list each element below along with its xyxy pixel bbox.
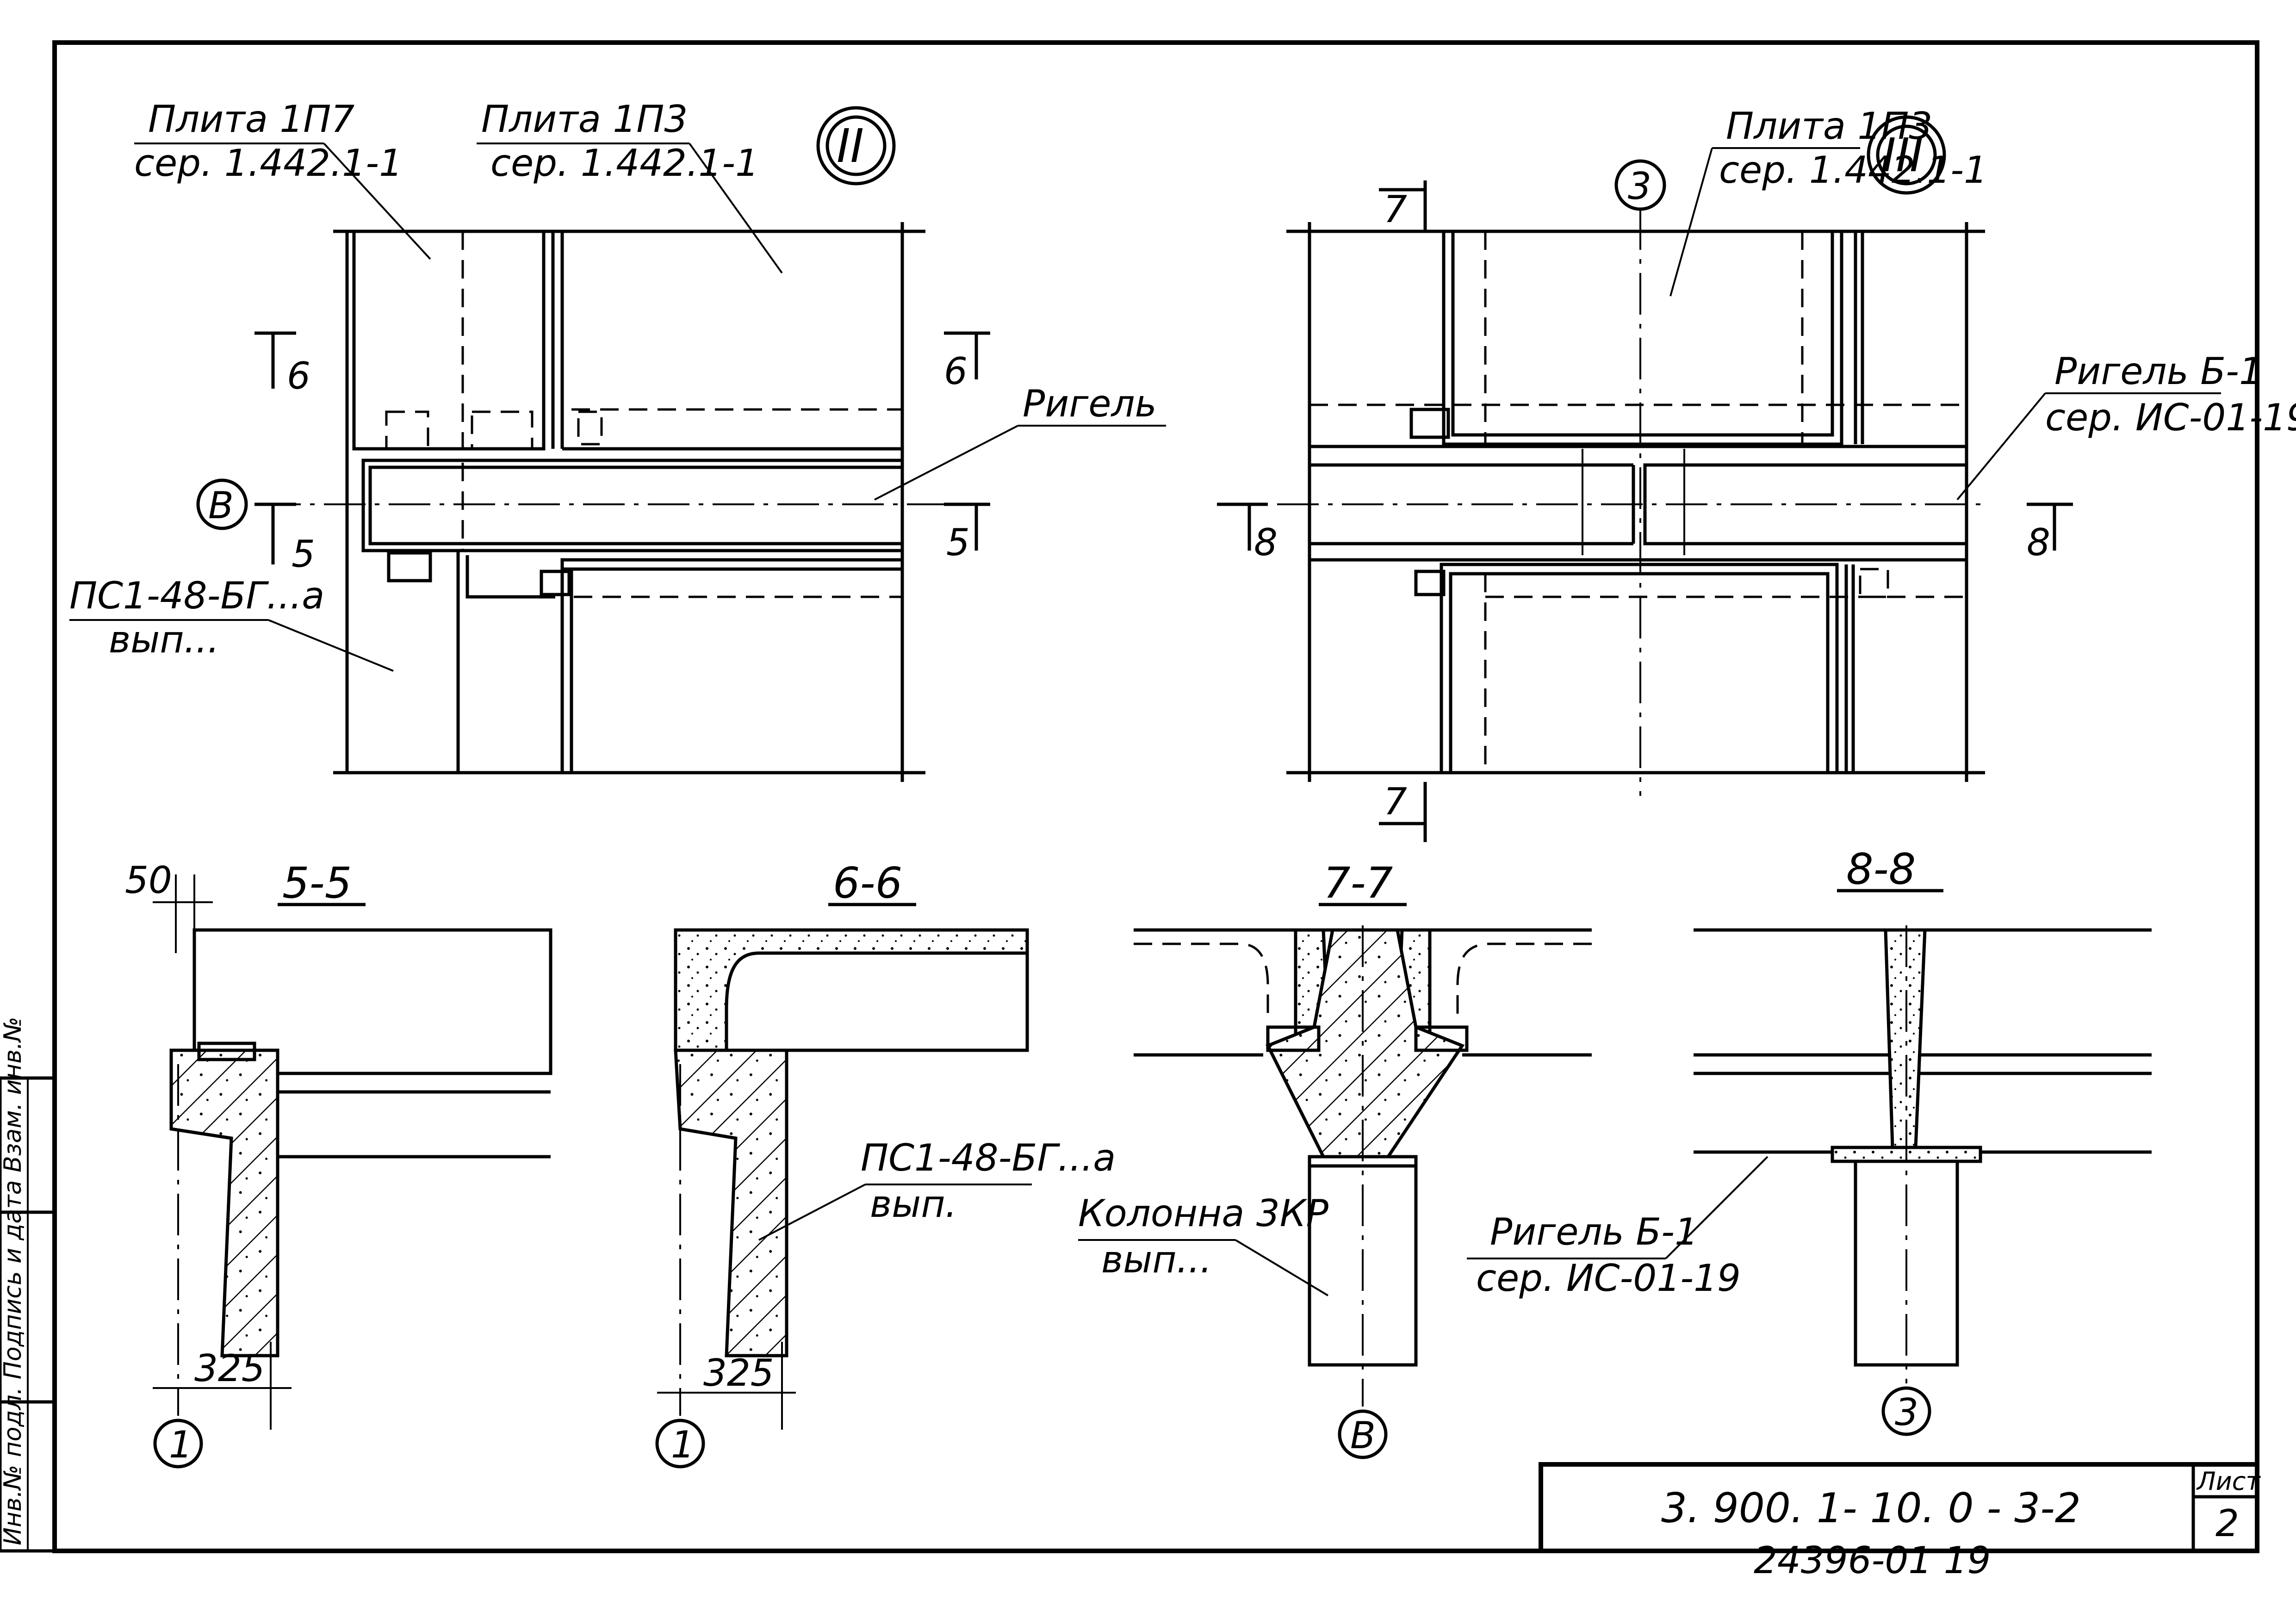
callout-slab-1p7-title: Плита 1П7	[148, 98, 354, 141]
sheet-word: Лист	[2196, 1467, 2261, 1496]
callout-panel-ps1-title: ПС1-48-БГ...а	[69, 574, 324, 617]
section-6-6-axis: 1	[671, 1423, 695, 1466]
cut-mark-6-left: 6	[254, 331, 310, 397]
cut-mark-5-left: 5	[254, 502, 315, 576]
node-ii-marker: II	[816, 106, 896, 186]
section-5-5-title: 5-5	[282, 858, 352, 908]
callout-beam-node-ii: Ригель	[874, 382, 1166, 501]
title-block: 3. 900. 1- 10. 0 - 3-2 Лист 2	[1539, 1462, 2261, 1553]
svg-text:8: 8	[2027, 521, 2050, 564]
section-6-6-title: 6-6	[833, 858, 902, 908]
section-5-5-dim-top: 50	[125, 859, 172, 902]
node-iii-plan	[1277, 208, 1990, 796]
svg-text:5: 5	[292, 533, 315, 576]
drawing-designation: 3. 900. 1- 10. 0 - 3-2	[1661, 1484, 2081, 1532]
section-6-6-callout-title: ПС1-48-БГ...а	[861, 1136, 1116, 1179]
callout-beam-node-ii-text: Ригель	[1023, 382, 1157, 425]
section-5-5: 5-5 50 325 1	[125, 858, 552, 1469]
callout-slab-1p3-right-title: Плита 1П3	[1726, 105, 1932, 148]
section-8-8-callout-title: Ригель Б-1	[1490, 1210, 1698, 1253]
callout-slab-1p7: Плита 1П7 сер. 1.442.1-1	[134, 98, 431, 260]
cut-mark-6-right: 6	[944, 331, 990, 393]
section-5-5-dim-bottom: 325	[194, 1347, 265, 1390]
callout-slab-1p7-series: сер. 1.442.1-1	[134, 142, 403, 185]
section-7-7-title: 7-7	[1323, 858, 1393, 908]
cut-mark-7-bottom: 7	[1379, 780, 1427, 842]
section-6-6: 6-6 325 1 ПС1-48-БГ...а вып.	[655, 858, 1116, 1469]
callout-panel-ps1-sub: вып...	[109, 618, 219, 661]
svg-text:7: 7	[1384, 780, 1407, 823]
callout-slab-1p3-right-series: сер. 1.442.1-1	[1719, 149, 1987, 192]
cut-mark-8-right: 8	[2027, 502, 2073, 564]
callout-slab-1p3-right: Плита 1П3 сер. 1.442.1-1	[1669, 105, 1987, 297]
section-7-7-callout-sub: вып...	[1101, 1238, 1212, 1281]
svg-text:5: 5	[946, 521, 970, 564]
archive-number: 24396-01 19	[1754, 1539, 1991, 1582]
sheet-number: 2	[2215, 1502, 2239, 1545]
callout-slab-1p3-left: Плита 1П3 сер. 1.442.1-1	[477, 98, 783, 274]
callout-slab-1p3-left-title: Плита 1П3	[481, 98, 688, 141]
axis-3-node-iii-text: 3	[1628, 165, 1651, 208]
axis-b-node-ii: В	[196, 478, 248, 530]
section-5-5-axis: 1	[169, 1423, 192, 1466]
callout-panel-ps1: ПС1-48-БГ...а вып...	[69, 574, 394, 672]
callout-beam-b1-title: Ригель Б-1	[2054, 350, 2263, 393]
section-8-8-callout-series: сер. ИС-01-19	[1476, 1257, 1741, 1300]
side-stamp: Инв.№ подл. Подпись и дата Взам. инв.№	[0, 1017, 56, 1553]
svg-text:6: 6	[287, 354, 310, 397]
section-7-7-callout-title: Колонна 3КР	[1078, 1192, 1329, 1235]
node-ii-marker-text: II	[837, 119, 864, 173]
svg-text:8: 8	[1254, 521, 1278, 564]
section-7-7-axis: В	[1350, 1414, 1376, 1457]
svg-text:7: 7	[1384, 188, 1407, 231]
callout-beam-b1-series: сер. ИС-01-19	[2045, 396, 2296, 439]
callout-slab-1p3-left-series: сер. 1.442.1-1	[490, 142, 759, 185]
section-8-8-title: 8-8	[1846, 844, 1916, 894]
cut-mark-5-right: 5	[944, 502, 990, 564]
section-7-7: 7-7 В Колонна 3КР вып...	[1078, 858, 1592, 1459]
node-iii-marker-text: III	[1882, 128, 1923, 182]
axis-b-node-ii-text: В	[208, 484, 234, 527]
callout-beam-b1: Ригель Б-1 сер. ИС-01-19	[1956, 350, 2296, 501]
cut-mark-7-top: 7	[1379, 180, 1427, 231]
section-6-6-callout-sub: вып.	[870, 1183, 957, 1226]
side-stamp-text: Инв.№ подл. Подпись и дата Взам. инв.№	[0, 1017, 27, 1545]
cut-mark-8-left: 8	[1217, 502, 1278, 564]
section-8-8-axis: 3	[1895, 1391, 1918, 1434]
node-ii-plan	[259, 222, 949, 782]
axis-3-node-iii: 3	[1614, 159, 1666, 211]
svg-text:6: 6	[944, 350, 968, 393]
section-6-6-dim-bottom: 325	[703, 1351, 774, 1395]
node-iii-marker: III	[1867, 115, 1946, 195]
outer-frame	[52, 40, 2259, 1553]
section-8-8: 8-8 3 Ригель Б-1 сер. ИС-01-19	[1467, 844, 2152, 1436]
